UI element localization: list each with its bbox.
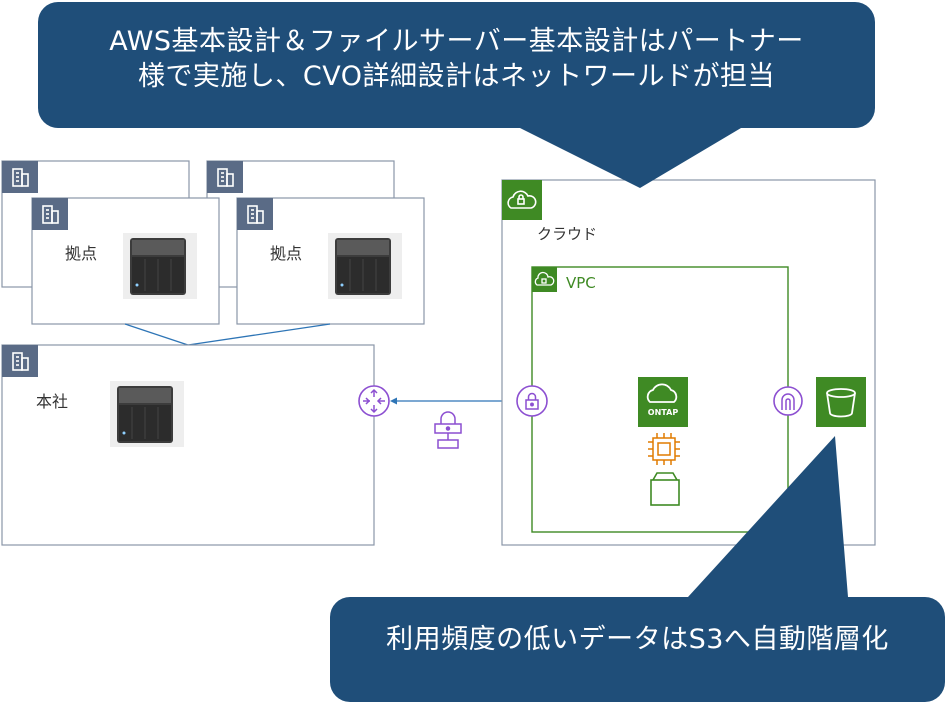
- ontap-label: ONTAP: [647, 408, 679, 417]
- s3-bucket-icon: [816, 377, 866, 427]
- top-callout-text: AWS基本設計＆ファイルサーバー基本設計はパートナー 様で実施し、CVO詳細設計…: [38, 24, 875, 94]
- vpn-connection-line: [390, 397, 514, 405]
- top-callout-line-2: 様で実施し、CVO詳細設計はネットワールドが担当: [137, 61, 776, 92]
- router-icon: [358, 385, 390, 417]
- hq-label: 本社: [36, 392, 69, 411]
- vpn-gateway-icon: [434, 411, 462, 449]
- branch-label-left: 拠点: [65, 244, 98, 263]
- bottom-callout: [330, 436, 945, 702]
- vpc-label: VPC: [566, 274, 596, 292]
- building-icon: [12, 352, 29, 371]
- ontap-icon: [638, 377, 688, 427]
- top-callout: [38, 2, 875, 188]
- headquarters-site: [1, 344, 375, 546]
- vpc-cloud-icon: [534, 271, 555, 286]
- branch-site-right: [236, 197, 425, 325]
- virtual-private-gateway-icon: [516, 385, 548, 417]
- branch-site-left: [31, 197, 220, 325]
- ec2-instance-icon: [648, 433, 680, 465]
- nas-device-icon: [328, 233, 402, 299]
- branch-links: [124, 323, 331, 346]
- nas-device-icon: [123, 233, 197, 299]
- branch-label-right: 拠点: [270, 244, 303, 263]
- building-icon: [217, 168, 234, 187]
- building-icon: [42, 205, 59, 224]
- building-icon: [12, 168, 29, 187]
- top-callout-line-1: AWS基本設計＆ファイルサーバー基本設計はパートナー: [109, 26, 804, 57]
- building-icon: [247, 205, 264, 224]
- cloud-lock-icon: [507, 190, 537, 209]
- cloud-label: クラウド: [537, 225, 598, 243]
- ebs-volume-icon: [650, 472, 680, 506]
- bottom-callout-text: 利用頻度の低いデータはS3へ自動階層化: [386, 624, 889, 655]
- nas-device-icon: [110, 381, 184, 447]
- vpc-endpoint-icon: [773, 386, 803, 416]
